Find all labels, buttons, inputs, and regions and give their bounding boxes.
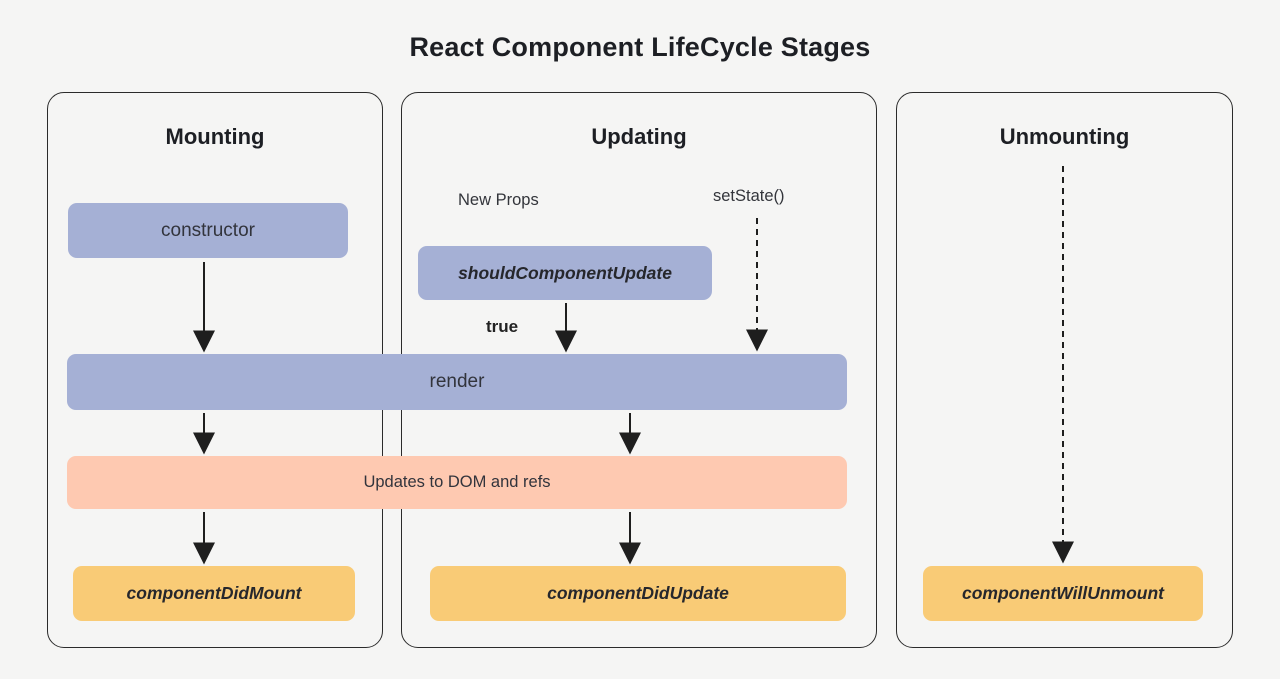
node-component-did-mount: componentDidMount	[73, 566, 355, 621]
label-new-props: New Props	[458, 191, 539, 209]
label-true: true	[486, 317, 519, 336]
panel-unmounting: Unmounting	[896, 92, 1233, 648]
node-constructor: constructor	[68, 203, 348, 258]
panel-updating-title: Updating	[591, 124, 687, 149]
panel-mounting-title: Mounting	[165, 124, 265, 149]
page-title: React Component LifeCycle Stages	[409, 32, 871, 62]
node-render: render	[67, 354, 847, 410]
node-component-will-unmount: componentWillUnmount	[923, 566, 1203, 621]
label-set-state: setState()	[713, 187, 785, 205]
node-should-component-update: shouldComponentUpdate	[418, 246, 712, 300]
panel-unmounting-title: Unmounting	[999, 124, 1130, 149]
node-updates-to-dom-and-refs: Updates to DOM and refs	[67, 456, 847, 509]
node-component-did-update: componentDidUpdate	[430, 566, 846, 621]
